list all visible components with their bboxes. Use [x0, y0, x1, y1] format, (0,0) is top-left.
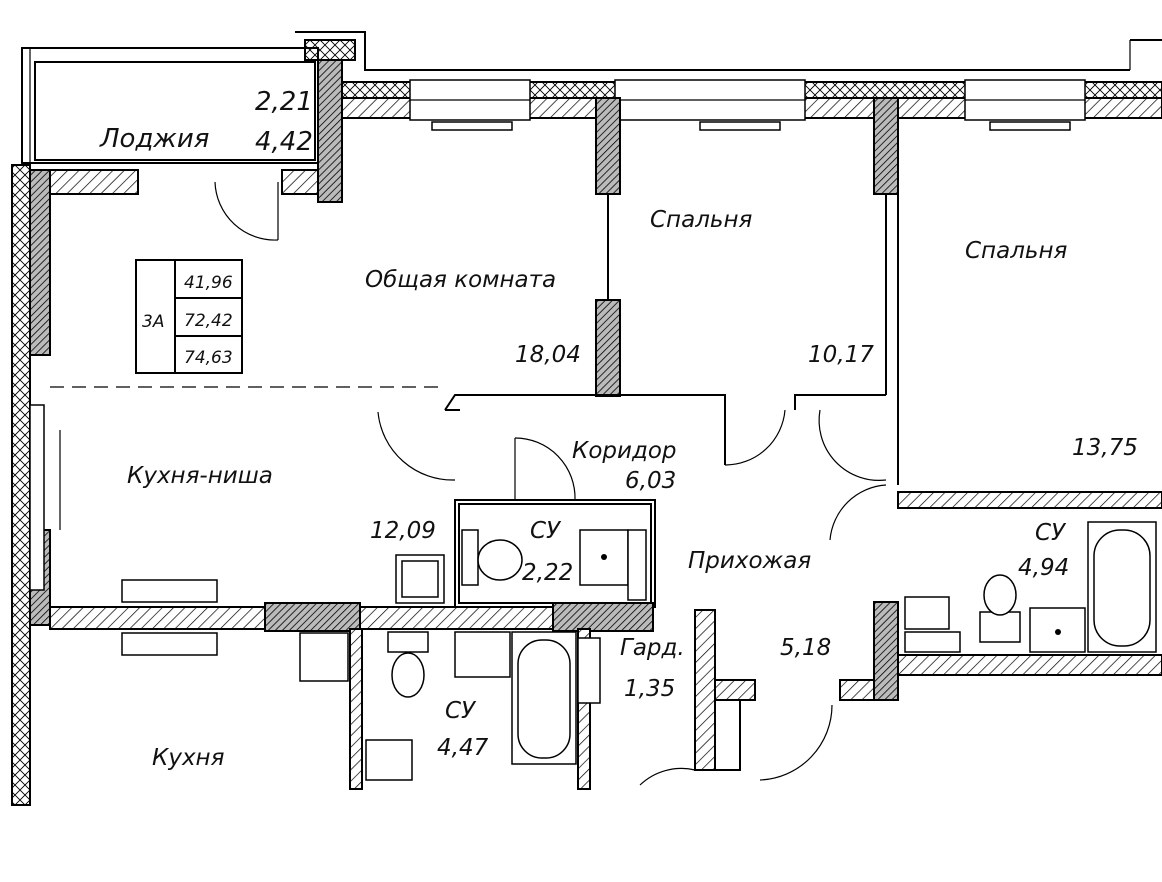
wall: [49, 169, 139, 195]
column: [317, 51, 343, 203]
room-name-hallway: Прихожая: [688, 548, 811, 574]
room-name-wc3: СУ: [445, 698, 477, 724]
room-area-loggia-b: 4,42: [255, 127, 313, 157]
room-name-kitchen-niche: Кухня-ниша: [127, 463, 273, 489]
room-name-wc2: СУ: [1035, 520, 1067, 546]
room-area-living: 18,04: [515, 342, 581, 368]
radiator: [121, 632, 218, 656]
room-area-wardrobe: 1,35: [624, 676, 675, 702]
room-name-living: Общая комната: [365, 267, 556, 293]
bathroom-wc2: [839, 491, 1162, 701]
column: [264, 602, 361, 632]
room-area-hallway: 5,18: [780, 635, 831, 661]
column: [873, 97, 899, 195]
corridor-walls: [377, 394, 887, 501]
wall: [281, 169, 319, 195]
room-area-wc3: 4,47: [437, 735, 489, 761]
room-name-corridor: Коридор: [572, 438, 677, 464]
radiator: [121, 579, 218, 603]
column: [595, 299, 621, 397]
room-name-bedroom1: Спальня: [650, 207, 752, 233]
wall: [49, 606, 266, 630]
room-name-wardrobe: Гард.: [620, 635, 685, 661]
room-name-loggia: Лоджия: [99, 124, 209, 154]
room-name-wc1: СУ: [530, 518, 562, 544]
room-name-kitchen: Кухня: [152, 745, 225, 771]
exterior-wall-top: [295, 31, 1162, 131]
room-area-corridor: 6,03: [625, 468, 676, 494]
bathroom-wc1: [454, 499, 656, 608]
exterior-wall-left: [11, 164, 61, 806]
column-cap: [304, 39, 356, 61]
room-area-wc2: 4,94: [1018, 555, 1069, 581]
room-area-wc1: 2,22: [522, 560, 573, 586]
room-name-bedroom2: Спальня: [965, 238, 1067, 264]
total-area-loggia-value: 74,63: [184, 348, 233, 368]
wall: [359, 606, 556, 630]
room-area-bedroom2: 13,75: [1072, 435, 1138, 461]
total-area-value: 72,42: [184, 311, 233, 331]
loggia-outline: [21, 47, 319, 164]
room-area-loggia-a: 2,21: [255, 87, 313, 117]
apartment-type: 3А: [142, 312, 164, 332]
bathroom-wc3: [299, 628, 601, 790]
room-area-kitchen-niche: 12,09: [370, 518, 436, 544]
room-area-bedroom1: 10,17: [808, 342, 874, 368]
column: [595, 97, 621, 195]
apartment-summary-table: 3А 41,96 72,42 74,63: [135, 259, 243, 374]
door-swing: [214, 181, 279, 241]
hallway-walls: [639, 484, 887, 786]
living-area-value: 41,96: [184, 273, 233, 293]
column: [552, 602, 654, 632]
